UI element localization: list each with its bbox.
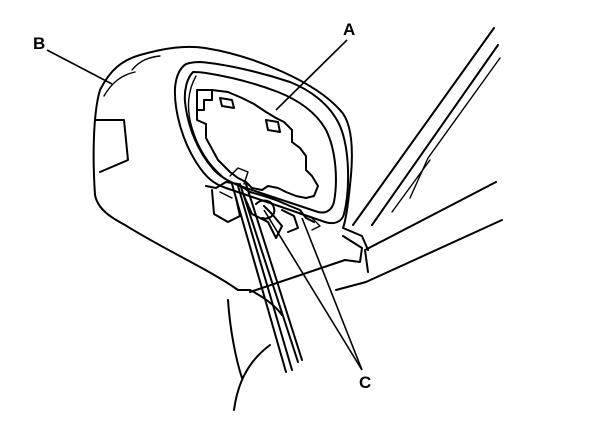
leader-lines xyxy=(46,39,363,371)
mirror-frame xyxy=(173,61,350,225)
leader-c-1 xyxy=(263,209,363,371)
mirror-glass xyxy=(196,89,319,199)
leader-a xyxy=(275,39,348,111)
leader-b xyxy=(46,49,113,85)
door-frame xyxy=(335,27,503,291)
mirror-housing xyxy=(92,45,369,411)
leader-c-2 xyxy=(301,217,363,371)
callout-c: C xyxy=(359,373,371,392)
mirror-mount xyxy=(205,167,321,239)
removal-tools xyxy=(231,183,303,373)
callout-b: B xyxy=(33,34,45,53)
callout-a: A xyxy=(343,20,355,39)
